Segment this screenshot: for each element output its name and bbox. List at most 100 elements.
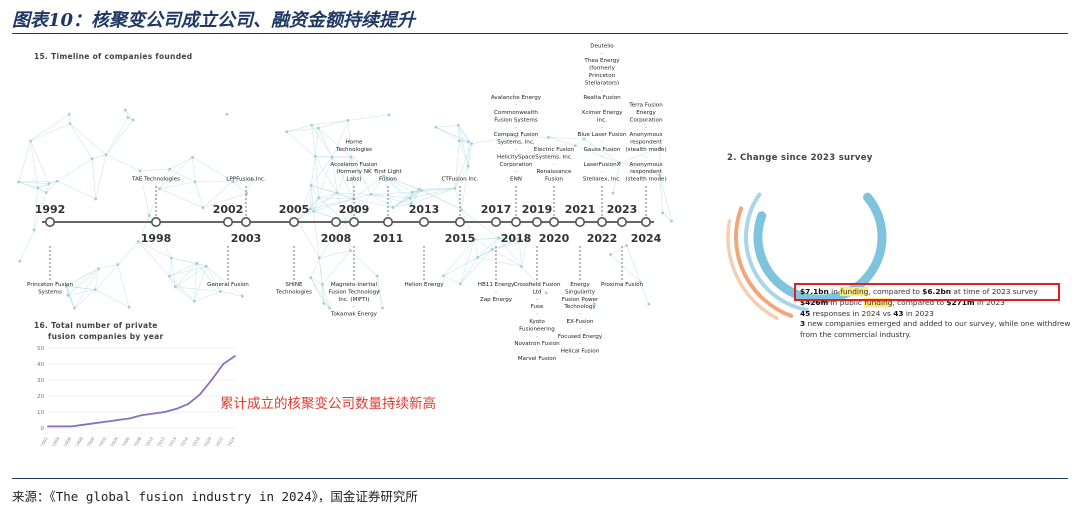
network-node	[670, 219, 673, 223]
network-link	[521, 266, 547, 294]
x-tick-label: 1994	[51, 436, 61, 446]
network-node	[36, 186, 40, 190]
company-label: (formerly	[589, 66, 616, 72]
network-link	[318, 197, 354, 200]
timeline-node	[151, 217, 162, 228]
network-node	[173, 285, 177, 289]
network-link	[331, 120, 349, 158]
year-label: 2021	[565, 203, 596, 216]
x-tick-label: 2012	[156, 436, 166, 446]
network-link	[418, 188, 462, 211]
network-link	[30, 140, 50, 184]
network-link	[95, 154, 107, 199]
year-label: 2024	[631, 232, 662, 245]
year-label: 2022	[587, 232, 618, 245]
network-node	[138, 169, 142, 173]
company-label: respondent	[630, 169, 663, 175]
timeline-node	[454, 217, 465, 228]
network-node	[308, 207, 312, 211]
network-link	[460, 257, 478, 285]
network-link	[57, 158, 93, 182]
network-link	[159, 157, 193, 189]
network-link	[662, 212, 672, 222]
year-label: 2002	[213, 203, 244, 216]
network-link	[311, 125, 316, 157]
company-label: Tokamak Energy	[330, 312, 378, 318]
arc-2023-public	[726, 219, 779, 320]
network-link	[435, 127, 460, 142]
year-label: 2003	[231, 232, 262, 245]
timeline-node	[418, 217, 429, 228]
network-link	[310, 185, 314, 212]
network-node	[116, 263, 120, 266]
data-point	[82, 423, 84, 426]
y-tick-label: 20	[37, 394, 44, 400]
network-link	[169, 275, 195, 302]
network-link	[313, 192, 338, 212]
company-label: Fusion	[379, 177, 397, 183]
company-label: Systems, Inc.	[497, 140, 535, 146]
network-node	[250, 178, 254, 182]
company-label: Electric Fusion	[534, 147, 575, 153]
data-point	[128, 417, 131, 420]
company-label: Novatron Fusion	[514, 341, 560, 347]
company-label: ·	[601, 125, 603, 131]
network-link	[319, 250, 351, 259]
network-node	[219, 290, 222, 293]
network-link	[202, 193, 247, 208]
company-label: ·	[601, 169, 603, 175]
network-link	[69, 123, 93, 159]
network-node	[381, 306, 384, 310]
network-link	[192, 157, 233, 182]
network-node	[382, 174, 386, 178]
company-label: Inc.	[597, 117, 607, 123]
network-link	[318, 192, 338, 199]
company-label: Marvel Fusion	[518, 356, 557, 360]
arc-2024-public	[734, 206, 794, 318]
company-label: HB11 Energy	[478, 282, 515, 288]
network-node	[417, 187, 421, 191]
network-node	[457, 139, 461, 143]
network-node	[313, 155, 317, 158]
network-node	[470, 142, 473, 146]
network-node	[167, 274, 171, 278]
x-tick-label: 2002	[98, 436, 108, 446]
network-node	[201, 206, 205, 210]
company-label: Anonymous	[630, 162, 663, 168]
network-link	[33, 187, 39, 231]
network-link	[313, 198, 354, 212]
network-node	[544, 291, 548, 295]
network-link	[286, 131, 316, 157]
network-node	[490, 248, 494, 251]
network-node	[55, 179, 59, 183]
timeline-node	[616, 217, 627, 228]
network-node	[349, 155, 353, 159]
company-label: Proxima Fusion	[601, 282, 644, 288]
network-link	[336, 156, 352, 194]
network-node	[285, 130, 289, 134]
company-label: Blue Laser Fusion	[577, 132, 626, 138]
company-label: ·	[515, 103, 517, 109]
network-link	[68, 114, 71, 124]
network-link	[610, 254, 641, 283]
network-link	[370, 194, 412, 205]
network-link	[138, 215, 150, 242]
company-label: Crossfield Fusion	[513, 282, 561, 288]
network-node	[17, 180, 21, 184]
network-link	[310, 257, 320, 278]
network-link	[491, 237, 520, 250]
company-label: ·	[601, 51, 603, 57]
network-link	[310, 198, 354, 210]
company-label: Fusion	[545, 177, 563, 183]
network-node	[168, 167, 172, 171]
company-label: Kyoto	[529, 319, 545, 325]
network-link	[105, 117, 129, 155]
network-link	[169, 157, 193, 170]
company-label: Corporation	[629, 117, 662, 123]
company-label: ·	[601, 88, 603, 94]
company-label: Terra Fusion	[628, 103, 663, 109]
network-link	[371, 191, 413, 195]
network-node	[375, 274, 379, 278]
network-link	[117, 264, 130, 308]
company-label: Princeton	[589, 73, 616, 79]
